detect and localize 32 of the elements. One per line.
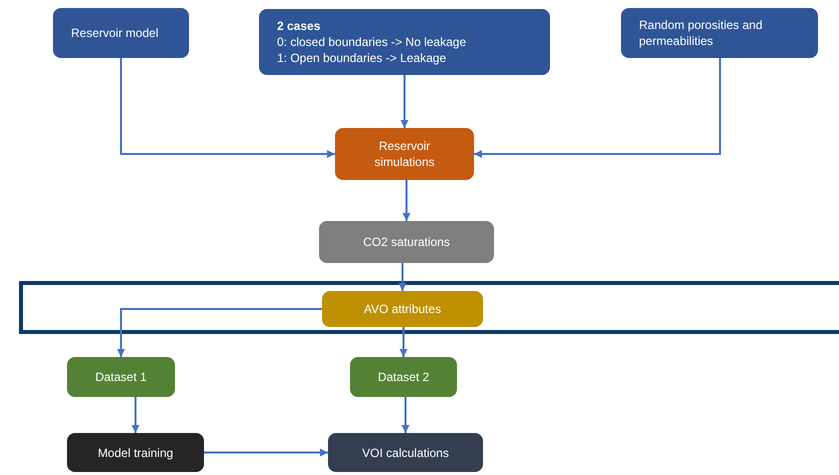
arrow	[204, 448, 328, 456]
process-box	[319, 221, 494, 263]
process-box	[322, 291, 483, 327]
arrow	[402, 180, 410, 221]
box-text: 1: Open boundaries -> Leakage	[277, 50, 448, 66]
arrow	[398, 263, 406, 291]
arrow	[132, 397, 140, 433]
box-text: CO2 saturations	[363, 234, 450, 250]
box-text: Dataset 2	[378, 369, 430, 385]
arrow	[120, 58, 335, 158]
process-box	[67, 433, 204, 472]
arrow	[117, 308, 322, 357]
box-text: AVO attributes	[364, 301, 442, 317]
box-text: Model training	[98, 444, 174, 460]
process-box	[335, 128, 474, 180]
box-text: Reservoir simulations	[373, 138, 436, 170]
process-box	[328, 433, 483, 472]
box-text: Random porosities and permeabilities	[639, 17, 764, 49]
box-text: VOI calculations	[362, 444, 449, 460]
box-text: 0: closed boundaries -> No leakage	[277, 34, 468, 50]
arrow	[400, 75, 408, 128]
box-heading: 2 cases	[277, 18, 322, 34]
process-box	[53, 8, 189, 58]
process-box	[621, 8, 818, 58]
process-box	[350, 357, 457, 397]
arrow	[402, 397, 410, 433]
box-text: Reservoir model	[71, 25, 160, 41]
box-text: Dataset 1	[95, 369, 147, 385]
process-box	[259, 9, 550, 75]
arrow	[474, 58, 721, 158]
process-box	[67, 357, 175, 397]
arrow	[400, 327, 408, 357]
